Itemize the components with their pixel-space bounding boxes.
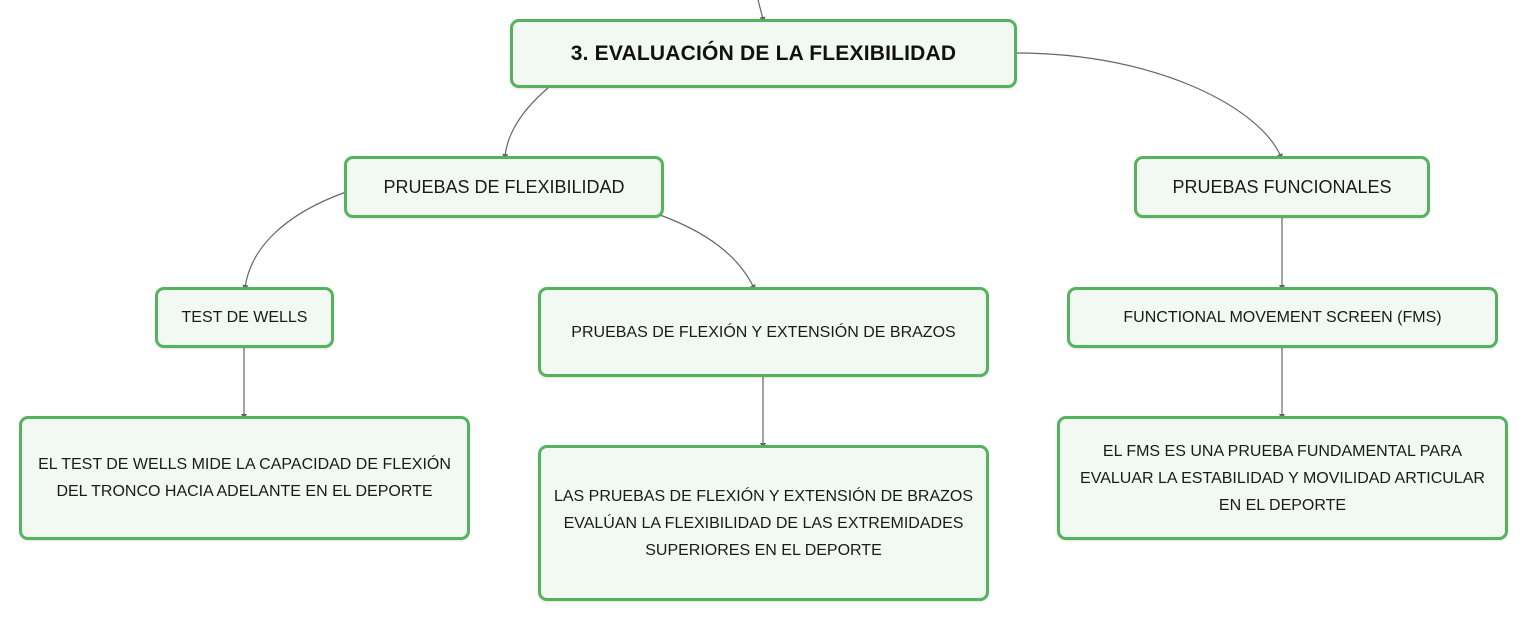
root-node[interactable]: 3. EVALUACIÓN DE LA FLEXIBILIDAD	[510, 19, 1017, 88]
node-test-de-wells-detail[interactable]: EL TEST DE WELLS MIDE LA CAPACIDAD DE FL…	[19, 416, 470, 540]
node-pruebas-funcionales[interactable]: PRUEBAS FUNCIONALES	[1134, 156, 1430, 218]
connector-root-to-pruebas-flexibilidad	[502, 87, 549, 160]
connector-flexibilidad-to-flexion-brazos	[659, 214, 756, 291]
connector-flexibilidad-to-test-wells	[242, 191, 347, 291]
connector-root-to-pruebas-funcionales	[1015, 52, 1283, 160]
node-pruebas-flexion-extension-brazos[interactable]: PRUEBAS DE FLEXIÓN Y EXTENSIÓN DE BRAZOS	[538, 287, 989, 377]
node-functional-movement-screen[interactable]: FUNCTIONAL MOVEMENT SCREEN (FMS)	[1067, 287, 1498, 348]
node-test-de-wells[interactable]: TEST DE WELLS	[155, 287, 334, 348]
connector-incoming-root	[757, 0, 766, 23]
node-flexion-extension-brazos-detail[interactable]: LAS PRUEBAS DE FLEXIÓN Y EXTENSIÓN DE BR…	[538, 445, 989, 601]
node-fms-detail[interactable]: EL FMS ES UNA PRUEBA FUNDAMENTAL PARA EV…	[1057, 416, 1508, 540]
node-pruebas-de-flexibilidad[interactable]: PRUEBAS DE FLEXIBILIDAD	[344, 156, 664, 218]
